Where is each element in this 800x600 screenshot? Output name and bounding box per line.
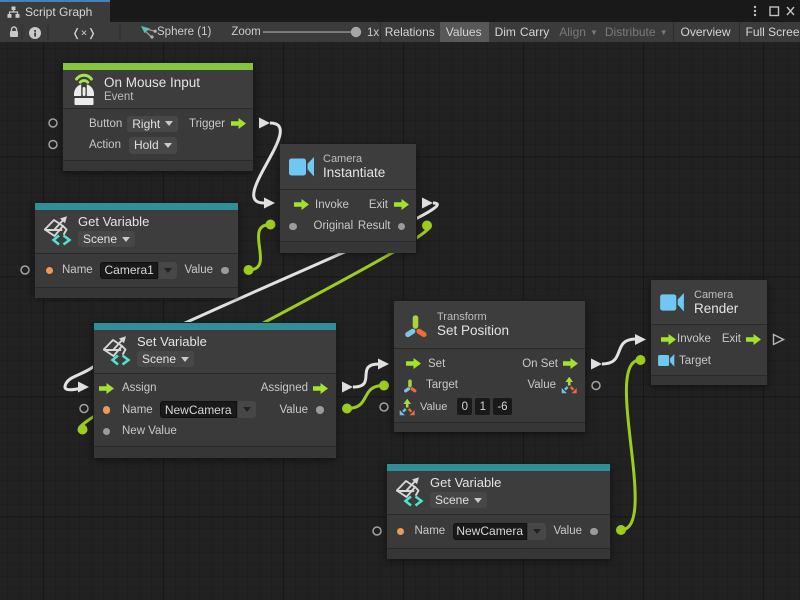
svg-text:1x: 1x: [367, 27, 379, 39]
svg-text:❬×❭: ❬×❭: [72, 28, 97, 40]
